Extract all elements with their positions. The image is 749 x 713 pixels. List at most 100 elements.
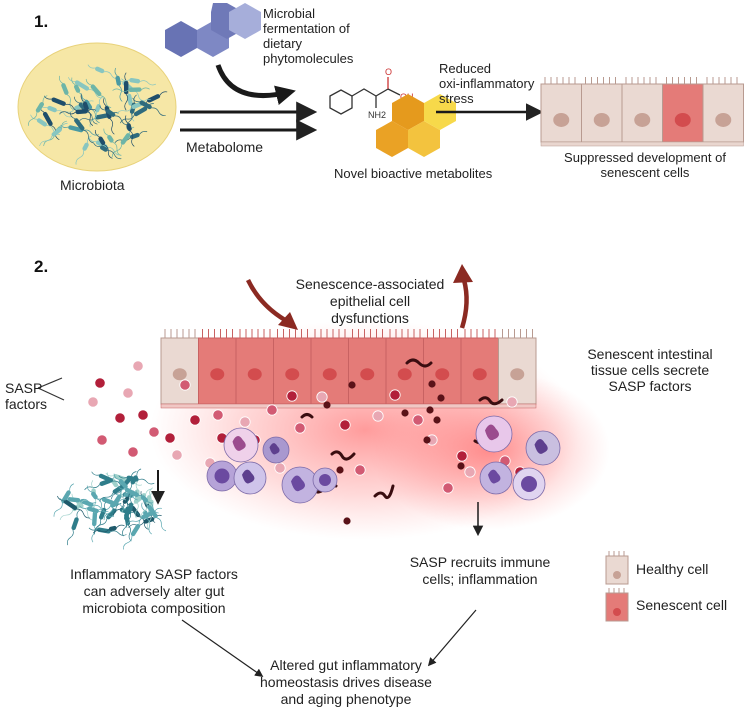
bacterium-body [98, 473, 114, 483]
flagellum [91, 480, 94, 489]
flagellum [71, 77, 76, 86]
flagellum [53, 502, 63, 517]
bacterium [103, 487, 126, 521]
flagellum [59, 111, 76, 115]
flagellum [98, 96, 103, 105]
flagellum [133, 94, 137, 103]
phytomolecule-hexagons [165, 3, 261, 57]
flagellum [85, 78, 92, 86]
bacterium-body [74, 118, 85, 131]
flagellum [61, 120, 67, 127]
molecule-nh2: NH2 [368, 110, 386, 120]
bacterium-body [108, 525, 117, 532]
flagellum [88, 527, 98, 531]
bacterium [103, 128, 122, 156]
bacterium-body [80, 499, 94, 507]
bacterium [114, 67, 123, 102]
cell-nucleus [285, 368, 300, 381]
microbiota-bacteria [27, 64, 168, 165]
immune-cell [233, 461, 267, 495]
immune-cell [262, 436, 290, 464]
flagellum [120, 487, 126, 495]
flagellum [88, 137, 97, 143]
immune-cell-nucleus [214, 468, 230, 484]
immune-cell-nucleus [485, 424, 499, 441]
bacterium-body [141, 510, 155, 520]
flagellum [146, 518, 152, 535]
cytokine [343, 517, 351, 525]
immune-cell [281, 466, 319, 504]
immune-cell [223, 427, 259, 463]
bacterium-body [51, 127, 62, 137]
sasp-factor [286, 390, 298, 402]
bacterium-body [36, 118, 47, 127]
bacterium-body [122, 496, 130, 504]
epithelium-cells-bottom [160, 329, 537, 409]
sasp-factor [189, 414, 201, 426]
senescent-tissue-label: Senescent intestinal tissue cells secret… [587, 346, 713, 394]
bacterium-body [120, 133, 131, 145]
bacterium [68, 77, 103, 99]
flagellum [135, 481, 138, 490]
cell-nucleus [613, 608, 621, 616]
bacterium [93, 142, 122, 160]
flagellum [112, 88, 129, 92]
flagellum [27, 112, 38, 126]
bacterium-body [123, 80, 129, 95]
flagellum [118, 85, 123, 102]
flagellum [73, 96, 80, 104]
sasp-factor [239, 416, 251, 428]
section-1-number: 1. [34, 12, 49, 31]
cytokine [457, 462, 465, 470]
flagellum [84, 484, 100, 491]
flagellum [89, 112, 97, 128]
flagellum [99, 105, 107, 111]
sasp-factor [506, 396, 518, 408]
bacterium-body [75, 109, 88, 115]
flagellum [90, 108, 100, 124]
sasp-factor [294, 422, 306, 434]
bacterium [59, 108, 97, 115]
arrow-right-to-outcome [427, 609, 477, 667]
cell-nucleus [360, 368, 375, 381]
flagellum [94, 129, 100, 138]
flagellum [80, 498, 97, 504]
bacterium [122, 498, 130, 537]
immune-cell-nucleus [534, 439, 548, 454]
immune-cell-nucleus [521, 476, 537, 492]
flagellum [91, 471, 100, 476]
flagellum [139, 130, 148, 135]
legend-healthy-label: Healthy cell [636, 561, 709, 577]
flagellum [76, 508, 91, 519]
bacterium-body [47, 105, 57, 113]
flagellum [138, 495, 154, 504]
immune-cell [206, 460, 238, 492]
flagellum [140, 503, 148, 520]
flagellum [69, 483, 74, 491]
bacterium-body [133, 106, 148, 117]
flagellum [123, 535, 133, 550]
bacterium-body [115, 75, 121, 86]
flagellum [113, 473, 120, 480]
cytokine [426, 406, 434, 414]
flagellum [129, 130, 135, 147]
flagellum [110, 530, 127, 536]
sasp-factor [171, 449, 183, 461]
bacterium [89, 96, 103, 128]
cytokine [437, 394, 445, 402]
sasp-pointer-lines [37, 377, 65, 401]
cell-nucleus [553, 112, 570, 127]
immune-cell-nucleus [232, 436, 246, 451]
flagellum [132, 97, 140, 103]
sasp-factor [274, 462, 286, 474]
sasp-factor [389, 389, 401, 401]
flagellum [159, 91, 168, 96]
flagellum [56, 110, 72, 118]
cell-nucleus [510, 368, 525, 381]
bacterium [60, 124, 99, 136]
flagellum [107, 150, 122, 160]
sasp-factor [266, 404, 278, 416]
flagellum [87, 110, 94, 126]
bacterium-body [140, 495, 149, 503]
